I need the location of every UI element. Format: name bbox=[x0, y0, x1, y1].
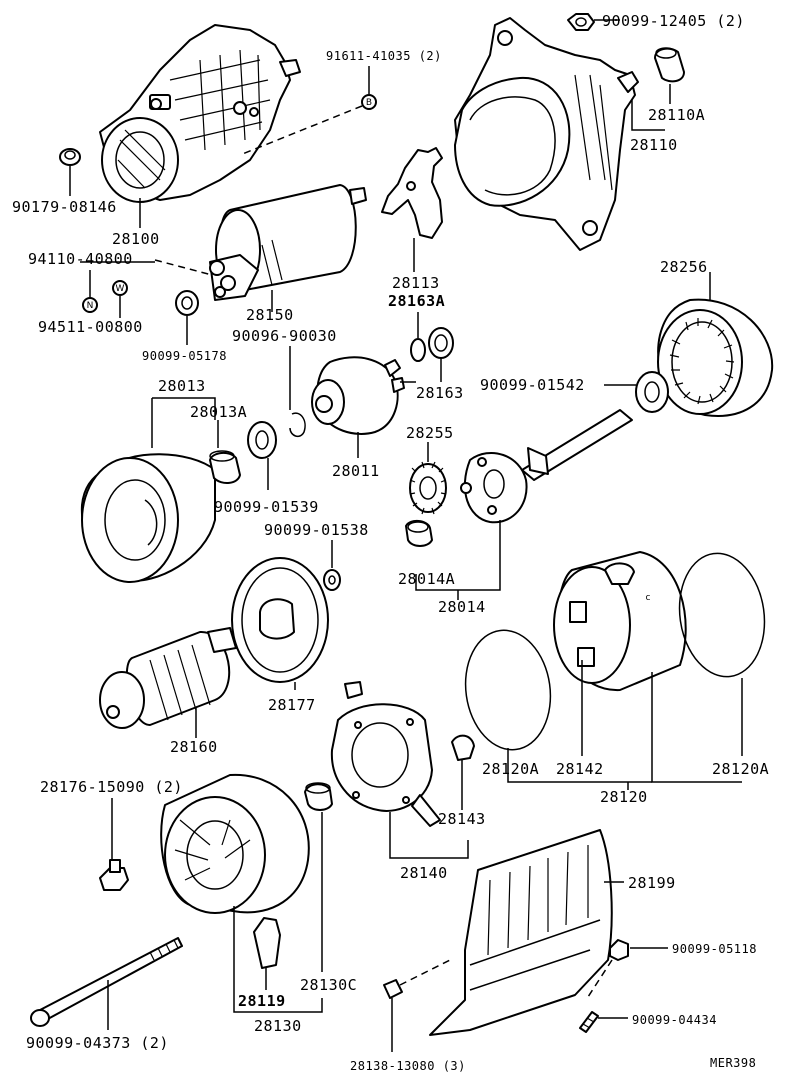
label-28130: 28130 bbox=[254, 1017, 302, 1035]
drive-lever-28113 bbox=[381, 147, 443, 239]
bushing-28119 bbox=[253, 917, 281, 969]
nut-90099-05118 bbox=[609, 939, 629, 961]
label-90099-05178: 90099-05178 bbox=[142, 349, 227, 363]
svg-text:W: W bbox=[116, 284, 125, 294]
drive-housing-28110 bbox=[454, 17, 639, 251]
screw-28176-15090 bbox=[99, 859, 129, 891]
label-90179-08146: 90179-08146 bbox=[12, 198, 117, 216]
starter-clutch-28011 bbox=[311, 356, 405, 435]
bearing-28130C bbox=[304, 782, 333, 811]
clip-28138-13080 bbox=[383, 979, 403, 999]
label-94511-00800: 94511-00800 bbox=[38, 318, 143, 336]
starter-assembly-28100 bbox=[99, 24, 301, 203]
commutator-end-frame-28130 bbox=[160, 773, 310, 914]
label-28110: 28110 bbox=[630, 136, 678, 154]
label-28255: 28255 bbox=[406, 424, 454, 442]
nut-90099-05178 bbox=[175, 290, 199, 316]
label-28120A-left: 28120A bbox=[482, 760, 539, 778]
through-bolt-90099-04373 bbox=[30, 937, 183, 1027]
washer-28163 bbox=[428, 327, 454, 359]
bolt-91611-41035-marker: B bbox=[361, 94, 377, 110]
yoke-assembly-28013 bbox=[80, 453, 216, 583]
label-28163A: 28163A bbox=[388, 292, 445, 310]
washer-90099-01538 bbox=[323, 569, 341, 591]
center-bearing-plate-28177 bbox=[231, 557, 329, 683]
label-28130C: 28130C bbox=[300, 976, 357, 994]
svg-text:c: c bbox=[646, 593, 651, 603]
label-90099-04373: 90099-04373 (2) bbox=[26, 1034, 169, 1052]
nut-94110-40800-marker: N bbox=[82, 297, 98, 313]
washer-90099-01539 bbox=[247, 421, 277, 459]
label-28100: 28100 bbox=[112, 230, 160, 248]
label-90096-90030: 90096-90030 bbox=[232, 327, 337, 345]
label-28013: 28013 bbox=[158, 377, 206, 395]
label-28177: 28177 bbox=[268, 696, 316, 714]
brush-holder-28140 bbox=[330, 681, 441, 827]
label-90099-01542: 90099-01542 bbox=[480, 376, 585, 394]
label-94110-40800: 94110-40800 bbox=[28, 250, 133, 268]
label-90099-05118: 90099-05118 bbox=[672, 942, 757, 956]
field-frame-28142: c bbox=[553, 551, 687, 692]
label-28256: 28256 bbox=[660, 258, 708, 276]
label-28119: 28119 bbox=[238, 992, 286, 1010]
label-28163: 28163 bbox=[416, 384, 464, 402]
label-28160: 28160 bbox=[170, 738, 218, 756]
stud-bolt-90099-04434 bbox=[579, 1011, 599, 1033]
label-28110A: 28110A bbox=[648, 106, 705, 124]
label-28199: 28199 bbox=[628, 874, 676, 892]
washer-90099-01542 bbox=[635, 371, 669, 413]
label-28014: 28014 bbox=[438, 598, 486, 616]
o-ring-28120A-left bbox=[464, 629, 552, 751]
starter-cover-28199 bbox=[429, 829, 613, 1036]
label-90099-12405: 90099-12405 (2) bbox=[602, 12, 745, 30]
svg-text:B: B bbox=[366, 98, 372, 108]
brush-spring-28143 bbox=[451, 734, 475, 761]
washer-94511-00800-marker: W bbox=[112, 280, 128, 296]
label-91611-41035: 91611-41035 (2) bbox=[326, 49, 442, 63]
planetary-shaft-28014 bbox=[460, 409, 633, 524]
label-28011: 28011 bbox=[332, 462, 380, 480]
label-90099-01539: 90099-01539 bbox=[214, 498, 319, 516]
label-28142: 28142 bbox=[556, 760, 604, 778]
bearing-28014A bbox=[405, 520, 433, 547]
label-90099-04434: 90099-04434 bbox=[632, 1013, 717, 1027]
nut-90179-08146 bbox=[59, 148, 81, 166]
label-28176-15090: 28176-15090 (2) bbox=[40, 778, 183, 796]
pinion-gear-28255 bbox=[409, 461, 447, 515]
o-ring-28120A-right bbox=[678, 552, 766, 678]
label-28140: 28140 bbox=[400, 864, 448, 882]
label-28113: 28113 bbox=[392, 274, 440, 292]
label-28120A-right: 28120A bbox=[712, 760, 769, 778]
armature-28160 bbox=[99, 627, 237, 729]
bushing-28013A bbox=[209, 450, 241, 484]
label-28138-13080: 28138-13080 (3) bbox=[350, 1059, 466, 1073]
nut-90099-12405 bbox=[567, 13, 595, 31]
magnetic-switch-28150 bbox=[209, 184, 367, 301]
bushing-28110A bbox=[654, 47, 685, 83]
label-28143: 28143 bbox=[438, 810, 486, 828]
label-28014A: 28014A bbox=[398, 570, 455, 588]
snap-ring-90096-90030 bbox=[289, 412, 306, 438]
label-28150: 28150 bbox=[246, 306, 294, 324]
label-90099-01538: 90099-01538 bbox=[264, 521, 369, 539]
diagram-code: MER398 bbox=[710, 1056, 756, 1070]
ring-28163A bbox=[410, 338, 426, 362]
label-28013A: 28013A bbox=[190, 403, 247, 421]
svg-text:N: N bbox=[87, 301, 94, 311]
internal-gear-28256 bbox=[657, 298, 774, 417]
label-28120: 28120 bbox=[600, 788, 648, 806]
